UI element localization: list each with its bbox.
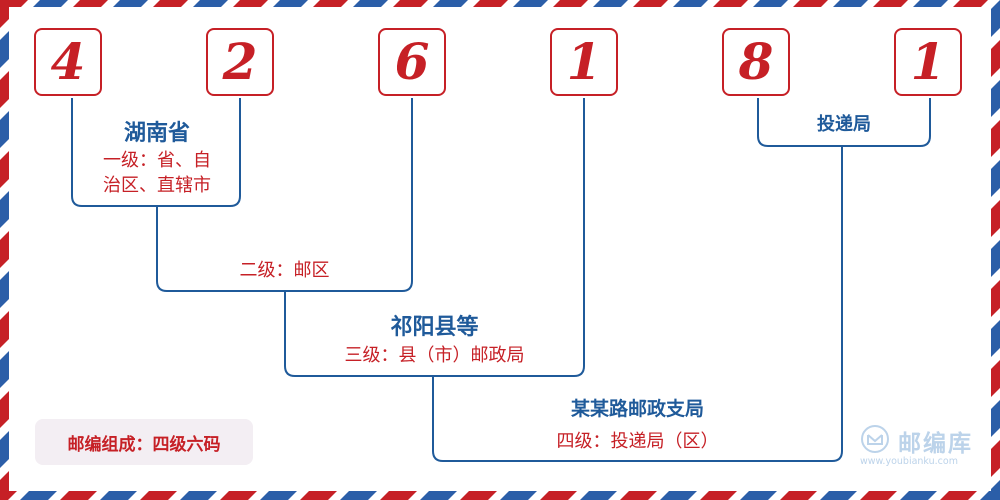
digit-box-1: 4 (34, 28, 102, 96)
bracket-delivery (757, 98, 931, 147)
bracket-county (284, 98, 585, 377)
brand-url: www.youbianku.com (860, 456, 958, 467)
digit-2: 2 (222, 32, 258, 91)
digit-box-4: 1 (550, 28, 618, 96)
branch-name: 某某路邮政支局 (570, 398, 704, 420)
digit-3: 6 (394, 32, 430, 91)
branch-desc: 四级：投递局（区） (556, 431, 719, 452)
delivery-name: 投递局 (817, 114, 871, 135)
digit-1: 4 (50, 32, 86, 91)
county-desc: 三级：县（市）邮政局 (344, 345, 525, 366)
digit-box-6: 1 (894, 28, 962, 96)
composition-note: 邮编组成：四级六码 (35, 419, 253, 465)
postal-area-desc: 二级：邮区 (239, 260, 330, 281)
province-desc-line2: 治区、直辖市 (103, 175, 211, 196)
envelope-icon (861, 425, 889, 453)
digit-6: 1 (910, 32, 946, 91)
county-name: 祁阳县等 (390, 314, 479, 340)
brand-watermark: 邮编库 www.youbianku.com (860, 424, 982, 470)
province-desc-line1: 一级：省、自 (103, 150, 211, 171)
border-right (991, 0, 1000, 500)
province-name: 湖南省 (123, 120, 190, 146)
digit-5: 8 (738, 32, 774, 91)
digit-box-3: 6 (378, 28, 446, 96)
border-bottom (0, 491, 1000, 500)
bracket-branch (432, 146, 843, 462)
digit-box-2: 2 (206, 28, 274, 96)
border-top (0, 0, 1000, 7)
border-left (0, 0, 9, 500)
digit-4: 1 (566, 32, 602, 91)
digit-box-5: 8 (722, 28, 790, 96)
brand-name: 邮编库 (898, 431, 973, 457)
